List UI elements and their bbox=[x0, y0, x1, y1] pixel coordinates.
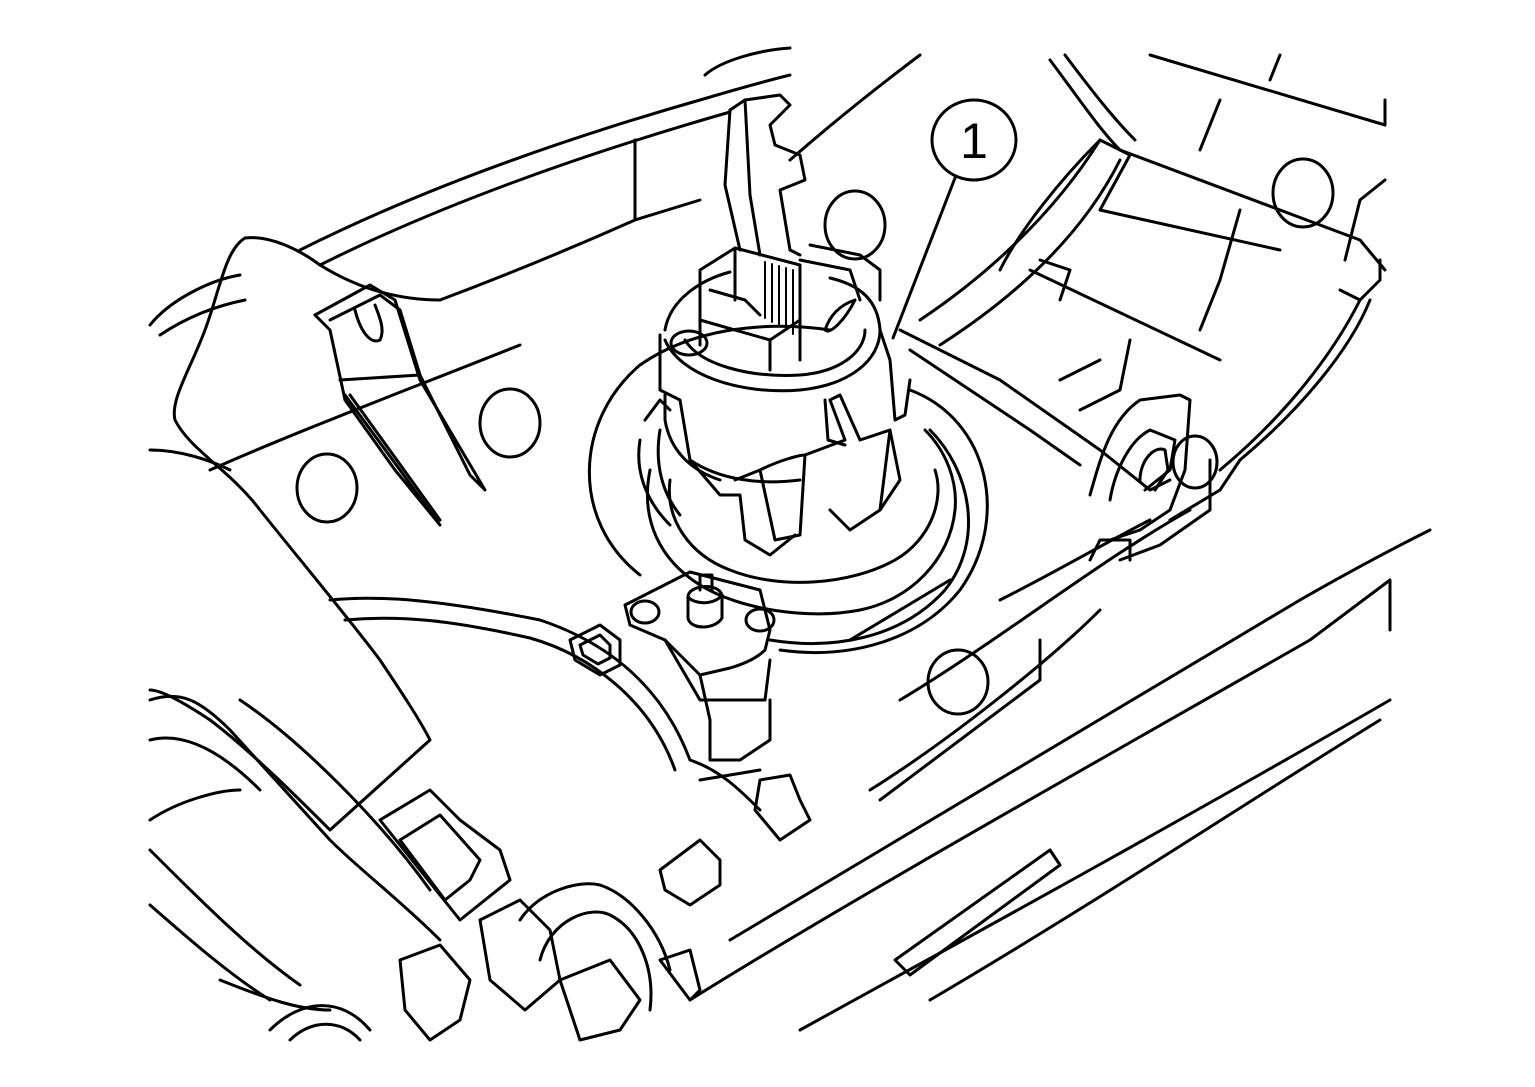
lower-left-details bbox=[268, 623, 722, 1042]
shifter-front-tabs bbox=[733, 393, 902, 542]
right-clip bbox=[1088, 393, 1192, 542]
callout-circle bbox=[930, 98, 1018, 182]
left-console-body bbox=[148, 236, 692, 1012]
lower-right-trim bbox=[658, 528, 1432, 1032]
callout-leader-line bbox=[891, 176, 957, 340]
callout-1: 1 bbox=[891, 98, 1018, 340]
harness-bracket bbox=[723, 93, 882, 302]
shifter-cylinder bbox=[658, 270, 912, 557]
connector-housing bbox=[698, 246, 802, 372]
shifter-base-rings bbox=[587, 324, 989, 654]
bolt-bracket bbox=[623, 570, 776, 762]
upper-trim-panel bbox=[148, 46, 922, 337]
left-clip bbox=[313, 283, 487, 527]
callout-label-1: 1 bbox=[960, 113, 988, 169]
